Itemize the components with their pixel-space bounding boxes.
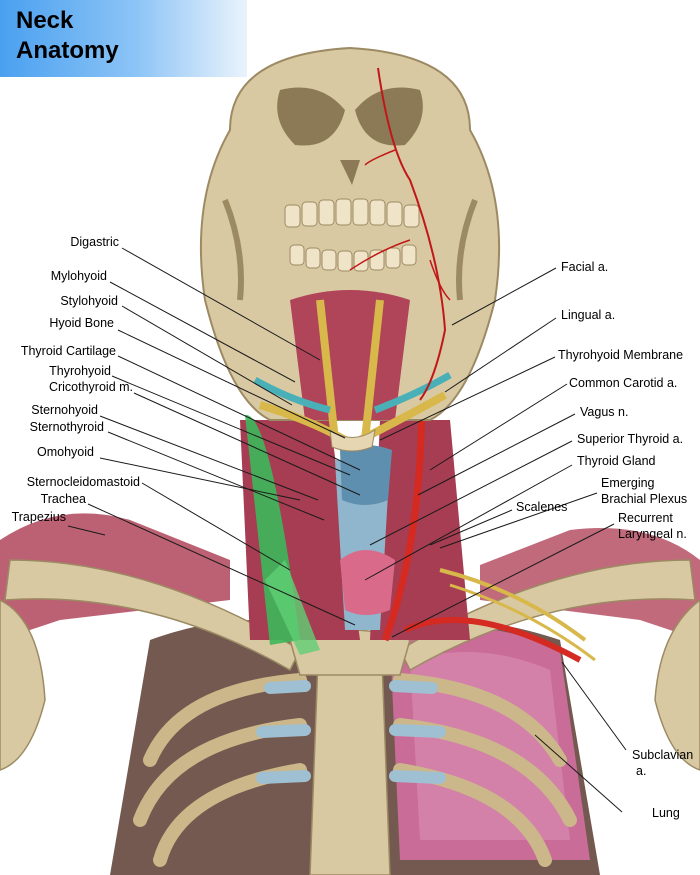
label-vagus-nerve: Vagus n. [580, 405, 629, 419]
skull [199, 46, 501, 452]
label-thyrohyoid-membrane: Thyrohyoid Membrane [558, 348, 684, 362]
label-hyoid-bone: Hyoid Bone [49, 316, 114, 330]
title-line-2: Anatomy [16, 37, 119, 64]
label-sternothyroid: Sternothyroid [29, 420, 104, 434]
label-sternohyoid: Sternohyoid [31, 403, 98, 417]
rib-cage [110, 620, 600, 875]
label-brachial-plexus: Brachial Plexus [601, 492, 688, 506]
leader-lines [67, 247, 627, 813]
label-subclavian: Subclavian [632, 748, 694, 762]
label-omohyoid: Omohyoid [37, 445, 94, 459]
label-trachea: Trachea [40, 492, 86, 506]
label-scalenes: Scalenes [516, 500, 568, 514]
title-line-1: Neck [16, 7, 74, 34]
label-trapezius: Trapezius [11, 510, 66, 524]
label-common-carotid: Common Carotid a. [569, 376, 678, 390]
label-digastric: Digastric [70, 235, 119, 249]
label-laryngeal-nerve: Laryngeal n. [618, 527, 687, 541]
label-thyroid-gland: Thyroid Gland [577, 454, 656, 468]
label-emerging: Emerging [601, 476, 655, 490]
title-banner: Neck Anatomy [0, 0, 247, 77]
label-sternocleidomastoid: Sternocleidomastoid [26, 475, 140, 489]
label-superior-thyroid: Superior Thyroid a. [577, 432, 684, 446]
label-lingual-artery: Lingual a. [561, 308, 616, 322]
label-subclavian-a: a. [636, 764, 647, 778]
label-stylohyoid: Stylohyoid [60, 294, 118, 308]
label-thyrohyoid: Thyrohyoid [49, 364, 111, 378]
label-recurrent: Recurrent [618, 511, 673, 525]
label-cricothyroid: Cricothyroid m. [48, 380, 133, 394]
neck-structures [240, 329, 596, 663]
label-mylohyoid: Mylohyoid [50, 269, 107, 283]
label-lung: Lung [652, 806, 680, 820]
label-facial-artery: Facial a. [561, 260, 609, 274]
label-thyroid-cartilage: Thyroid Cartilage [20, 344, 116, 358]
shoulder-girdle [0, 513, 700, 771]
